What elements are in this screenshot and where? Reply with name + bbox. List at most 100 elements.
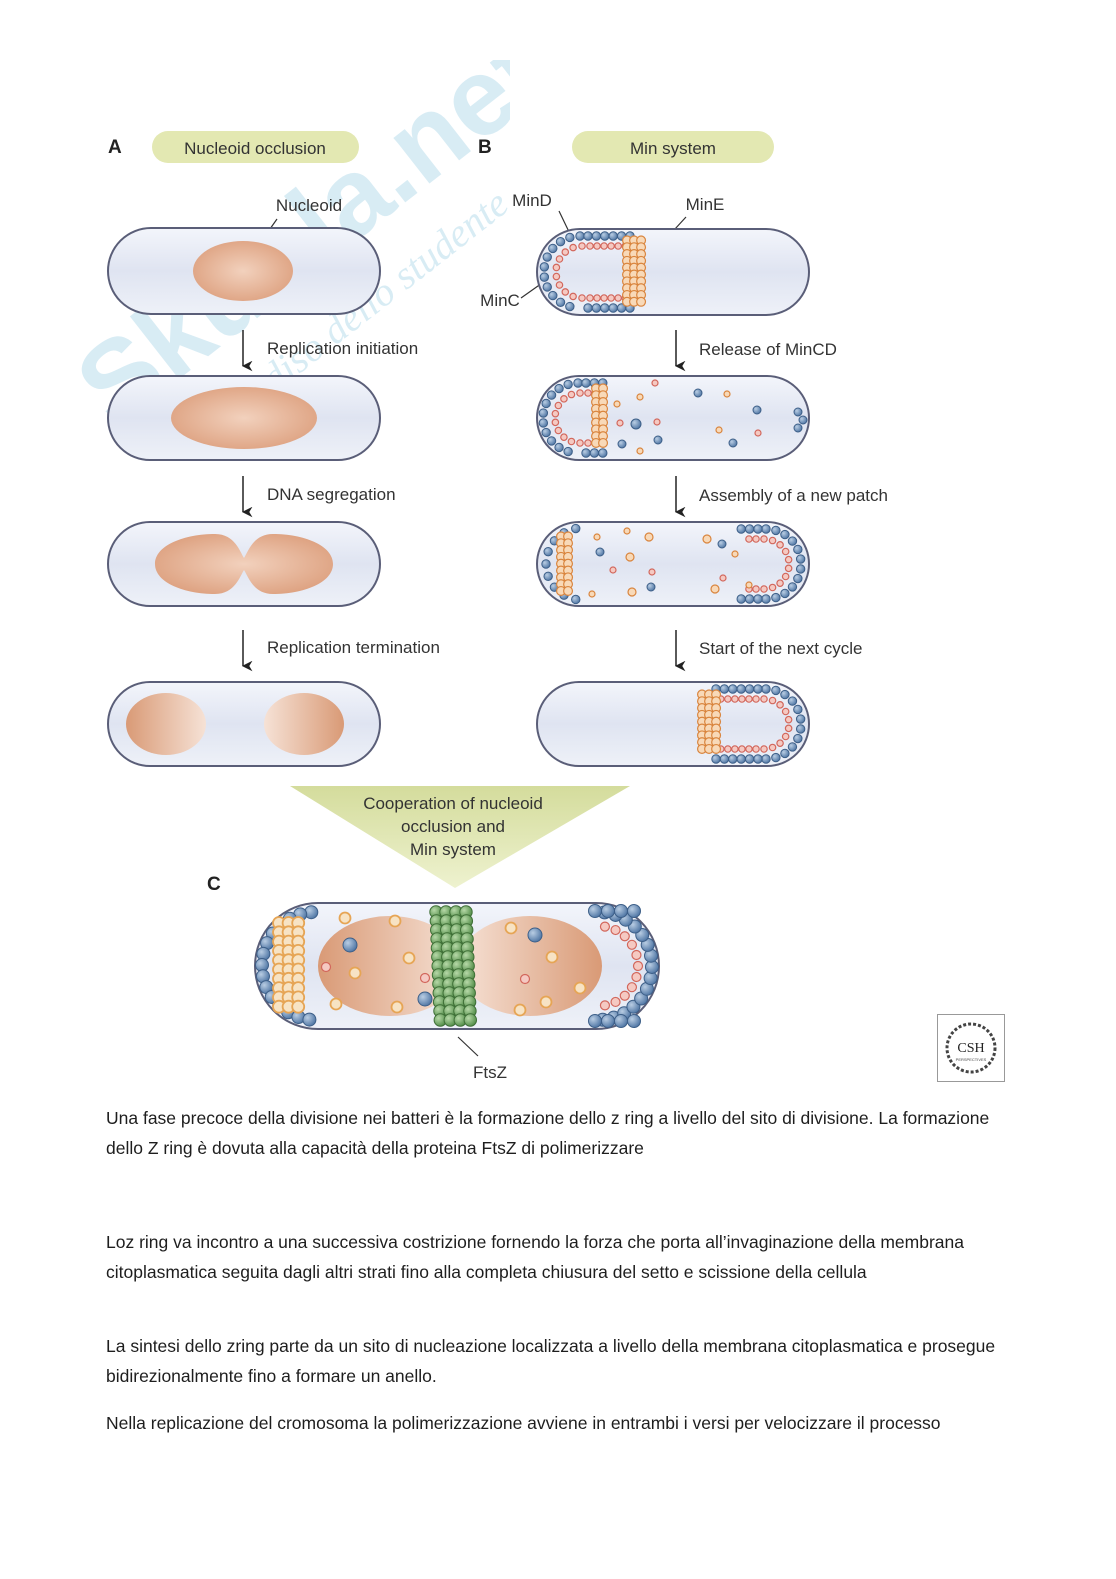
mind-protein bbox=[793, 423, 803, 433]
panel-a-title-pill bbox=[152, 131, 359, 163]
mine-ring bbox=[636, 296, 647, 307]
mind-protein bbox=[717, 539, 727, 549]
csh-logo-icon: CSH PERSPECTIVES bbox=[945, 1022, 997, 1074]
csh-logo-subtext: PERSPECTIVES bbox=[956, 1057, 987, 1062]
mine-protein bbox=[593, 533, 601, 541]
mind-protein bbox=[548, 243, 558, 254]
paragraph-4: Nella replicazione del cromosoma la poli… bbox=[106, 1413, 941, 1433]
nucleoid-a3 bbox=[155, 534, 333, 594]
mind-protein bbox=[630, 418, 642, 430]
mind-protein bbox=[693, 388, 703, 398]
mine-protein bbox=[545, 950, 559, 964]
minc-protein bbox=[752, 535, 760, 543]
mind-protein bbox=[554, 442, 564, 453]
mind-protein bbox=[541, 559, 551, 569]
minc-protein bbox=[731, 695, 739, 703]
minc-protein bbox=[768, 536, 777, 545]
paragraph-2: Loz ring va incontro a una successiva co… bbox=[106, 1232, 964, 1282]
mind-protein bbox=[546, 436, 557, 446]
panel-c-letter: C bbox=[207, 874, 221, 895]
minc-protein bbox=[586, 242, 594, 250]
mine-protein bbox=[710, 584, 720, 594]
minc-protein bbox=[578, 242, 586, 250]
mind-protein bbox=[744, 684, 755, 694]
mind-protein bbox=[795, 724, 806, 734]
mine-protein bbox=[539, 995, 553, 1009]
minc-protein bbox=[607, 242, 615, 250]
mine-protein bbox=[627, 587, 637, 597]
mind-protein bbox=[543, 571, 553, 582]
step-b1: Release of MinCD bbox=[699, 340, 837, 359]
minc-protein bbox=[593, 242, 601, 250]
min-proteins-b3 bbox=[541, 523, 806, 605]
mind-protein bbox=[793, 704, 803, 715]
mind-protein bbox=[753, 754, 763, 764]
paragraph-1: Una fase precoce della divisione nei bat… bbox=[106, 1108, 990, 1158]
mind-protein bbox=[600, 303, 610, 313]
minc-protein bbox=[614, 294, 622, 302]
mine-protein bbox=[338, 911, 352, 925]
minc-protein bbox=[632, 960, 644, 972]
mine-protein bbox=[613, 400, 621, 408]
mind-protein bbox=[565, 232, 575, 243]
mind-protein bbox=[595, 547, 605, 557]
mind-protein bbox=[591, 231, 602, 241]
minc-protein bbox=[555, 281, 564, 289]
mine-ring bbox=[598, 437, 609, 448]
step-a3: Replication termination bbox=[267, 638, 440, 657]
minc-protein bbox=[768, 583, 777, 592]
mind-protein bbox=[527, 927, 543, 943]
mind-protein bbox=[787, 536, 798, 546]
proteins-c bbox=[255, 904, 659, 1028]
minc-protein bbox=[560, 395, 568, 403]
minc-protein bbox=[419, 972, 431, 984]
minc-protein bbox=[555, 255, 564, 263]
minc-protein bbox=[567, 437, 576, 446]
minc-protein bbox=[569, 243, 577, 252]
mine-label: MinE bbox=[686, 195, 725, 214]
mind-protein bbox=[563, 446, 573, 457]
mind-protein bbox=[588, 1014, 602, 1028]
minc-protein bbox=[781, 707, 790, 716]
nucleoid-a1 bbox=[193, 241, 293, 301]
mind-protein bbox=[744, 594, 755, 604]
minc-protein bbox=[576, 389, 584, 397]
step-b2: Assembly of a new patch bbox=[699, 486, 888, 505]
mind-protein bbox=[575, 231, 585, 241]
nucleoid-a4-left bbox=[126, 693, 206, 755]
mind-protein bbox=[608, 231, 618, 241]
mind-protein bbox=[573, 378, 583, 388]
mine-protein bbox=[402, 951, 416, 965]
mind-protein bbox=[787, 742, 798, 752]
mind-protein bbox=[581, 378, 591, 388]
minc-protein bbox=[584, 439, 592, 447]
mine-protein bbox=[348, 966, 362, 980]
minc-protein bbox=[626, 939, 638, 950]
mind-protein bbox=[793, 573, 803, 584]
minc-protein bbox=[719, 574, 727, 582]
mind-protein bbox=[600, 231, 610, 241]
paragraph-3: La sintesi dello zring parte da un sito … bbox=[106, 1336, 996, 1386]
mind-protein bbox=[548, 290, 558, 301]
min-proteins-b1 bbox=[539, 231, 647, 313]
nucleoid-label: Nucleoid bbox=[276, 196, 342, 215]
minc-protein bbox=[781, 572, 790, 581]
minc-protein bbox=[610, 996, 621, 1008]
mine-protein bbox=[504, 921, 518, 935]
mind-protein bbox=[302, 1012, 317, 1027]
minc-protein bbox=[724, 745, 732, 753]
minc-protein bbox=[552, 263, 561, 272]
cooperation-line-1: Cooperation of nucleoid bbox=[363, 794, 543, 813]
mine-protein bbox=[731, 550, 739, 558]
mind-protein bbox=[614, 1014, 628, 1028]
nucleoid-c-right bbox=[458, 916, 602, 1016]
minc-protein bbox=[593, 294, 601, 302]
panel-b-title: Min system bbox=[630, 139, 716, 158]
mind-protein bbox=[736, 524, 746, 534]
panel-b-letter: B bbox=[478, 137, 492, 158]
minc-protein bbox=[551, 409, 560, 418]
mind-protein bbox=[761, 754, 771, 764]
cooperation-line-2: occlusion and bbox=[401, 817, 505, 836]
minc-protein bbox=[631, 949, 642, 961]
step-a2: DNA segregation bbox=[267, 485, 396, 504]
